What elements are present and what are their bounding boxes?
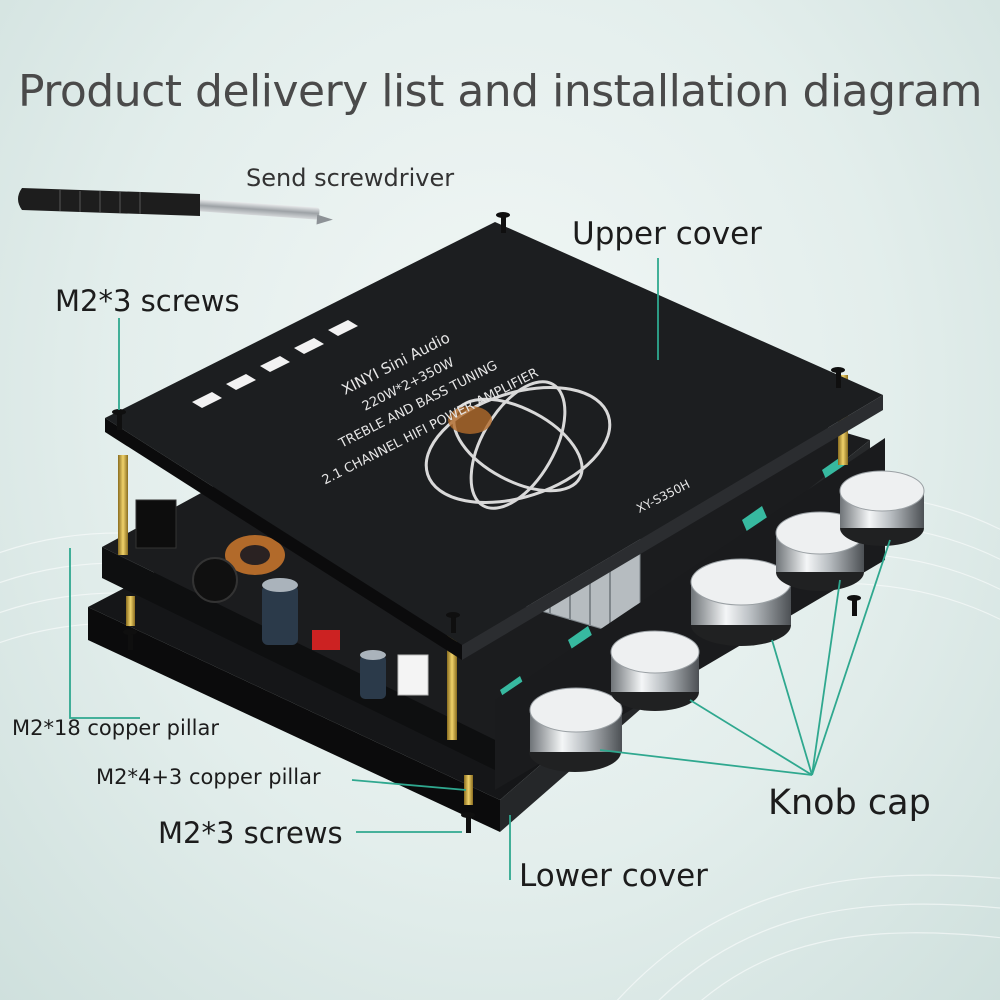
label-knob-cap: Knob cap	[768, 783, 931, 823]
knob-cap	[610, 630, 700, 711]
knob-cap	[839, 470, 925, 546]
label-lower-cover: Lower cover	[519, 858, 708, 894]
page-title: Product delivery list and installation d…	[18, 66, 983, 117]
upper-cover: XINYI Sini Audio 220W*2+350W TREBLE AND …	[105, 222, 883, 660]
screw-icon	[112, 212, 861, 833]
leader-lines	[69, 258, 891, 880]
label-m2x4-3-pillar: M2*4+3 copper pillar	[96, 765, 321, 789]
brand-logo-icon	[424, 380, 612, 510]
label-screwdriver: Send screwdriver	[246, 164, 455, 192]
label-m2x3-screws-bottom: M2*3 screws	[158, 816, 343, 850]
inductor-coil	[225, 535, 285, 575]
screwdriver-icon	[18, 188, 333, 225]
label-upper-cover: Upper cover	[572, 216, 762, 252]
capacitor	[360, 650, 386, 699]
label-m2x18-pillar: M2*18 copper pillar	[12, 716, 219, 740]
capacitor	[262, 578, 298, 645]
knob-cap	[690, 558, 792, 646]
label-m2x3-screws-top: M2*3 screws	[55, 284, 240, 318]
knob-cap	[529, 687, 623, 772]
knob-cap	[775, 511, 865, 591]
